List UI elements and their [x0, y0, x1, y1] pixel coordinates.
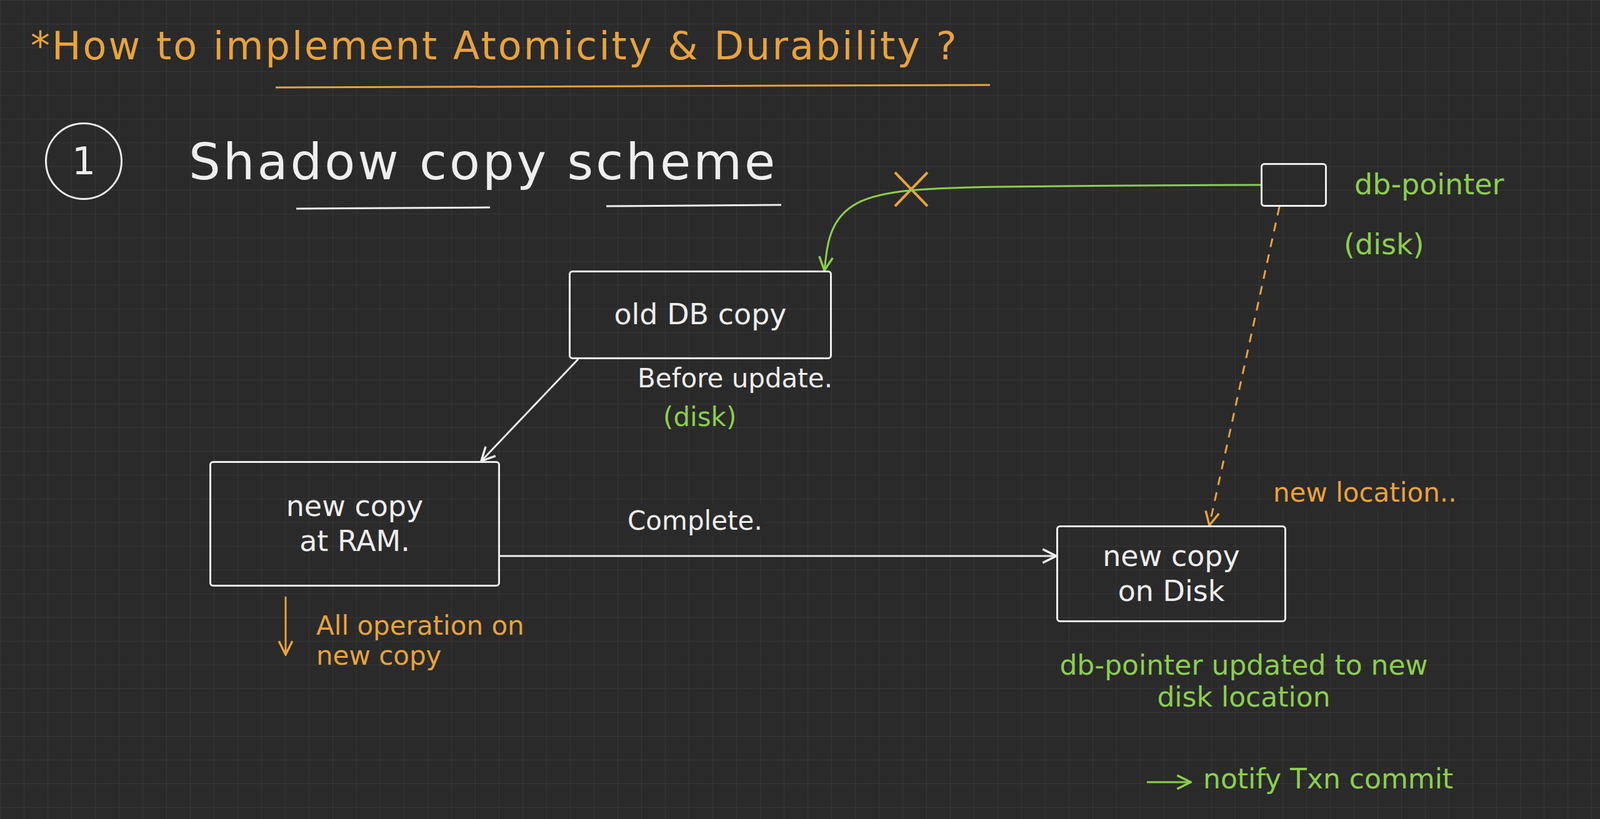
pointer-update-arrow	[1209, 206, 1280, 526]
underline	[296, 207, 490, 209]
edge-label: Complete.	[625, 505, 765, 538]
note: notify Txn commit	[1203, 763, 1454, 796]
underline	[606, 205, 782, 207]
note: (disk)	[663, 402, 737, 433]
right-arrow	[1146, 781, 1191, 784]
pointer-arrow	[824, 185, 1261, 271]
complete-arrow	[500, 555, 1057, 558]
node-text: new copy at RAM.	[276, 489, 434, 559]
title-underline	[275, 85, 990, 88]
node-caption: db-pointer	[1354, 167, 1505, 202]
copy-arrow	[481, 359, 579, 462]
node-text: old DB copy	[613, 297, 787, 332]
edge-label: new location..	[1270, 476, 1460, 510]
step-number-circle: 1	[45, 122, 123, 200]
down-arrow	[285, 596, 287, 655]
scheme-heading: Shadow copy scheme	[188, 133, 778, 192]
storage-box: new copy at RAM.	[209, 461, 500, 587]
note: db-pointer updated to new disk location	[1056, 650, 1432, 714]
node-text: new copy on Disk	[1093, 539, 1250, 609]
title: *How to implement Atomicity & Durability…	[30, 23, 959, 69]
node-text: 1	[71, 138, 96, 184]
node-caption: (disk)	[1343, 227, 1424, 262]
storage-box: old DB copy	[568, 270, 832, 360]
note: All operation on new copy	[316, 611, 548, 672]
storage-box: new copy on Disk	[1056, 525, 1287, 623]
pointer-box: db-pointer(disk)	[1260, 163, 1327, 207]
note: Before update.	[637, 363, 833, 394]
